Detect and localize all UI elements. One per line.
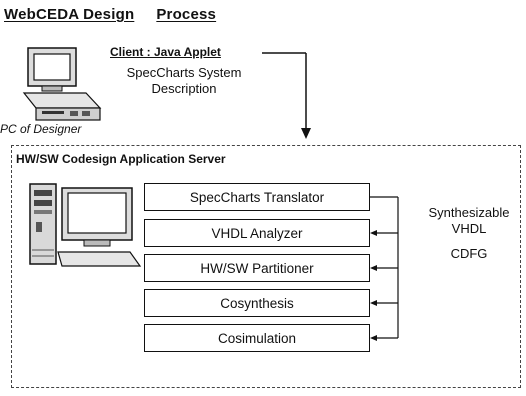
stage-vhdl-analyzer: VHDL Analyzer [144,219,370,247]
side-note-cdfg: CDFG [450,246,488,261]
designer-pc-icon [22,47,102,121]
title-part-process: Process [156,6,217,23]
side-note-synthesizable: Synthesizable [428,205,510,220]
client-to-server-arrow [262,52,307,130]
side-note-vhdl: VHDL [451,221,487,236]
server-workstation-icon [29,183,142,267]
title-part-webceda-design: WebCEDA Design [4,6,135,23]
client-heading: Client : Java Applet [110,45,221,59]
client-to-server-arrowhead [301,128,311,139]
stage-cosynthesis: Cosynthesis [144,289,370,317]
feedback-bus [370,196,399,339]
diagram-title: WebCEDA Design Process [4,6,216,23]
stage-speccharts-translator: SpecCharts Translator [144,183,370,211]
client-description: SpecCharts System Description [109,65,259,97]
client-description-line2: Description [151,81,217,96]
application-server-region [11,145,521,388]
pc-of-designer-label: PC of Designer [0,122,82,136]
stage-cosimulation: Cosimulation [144,324,370,352]
server-title: HW/SW Codesign Application Server [16,152,226,166]
feedback-arrowheads [370,230,377,341]
stage-hwsw-partitioner: HW/SW Partitioner [144,254,370,282]
client-description-line1: SpecCharts System [126,65,242,80]
